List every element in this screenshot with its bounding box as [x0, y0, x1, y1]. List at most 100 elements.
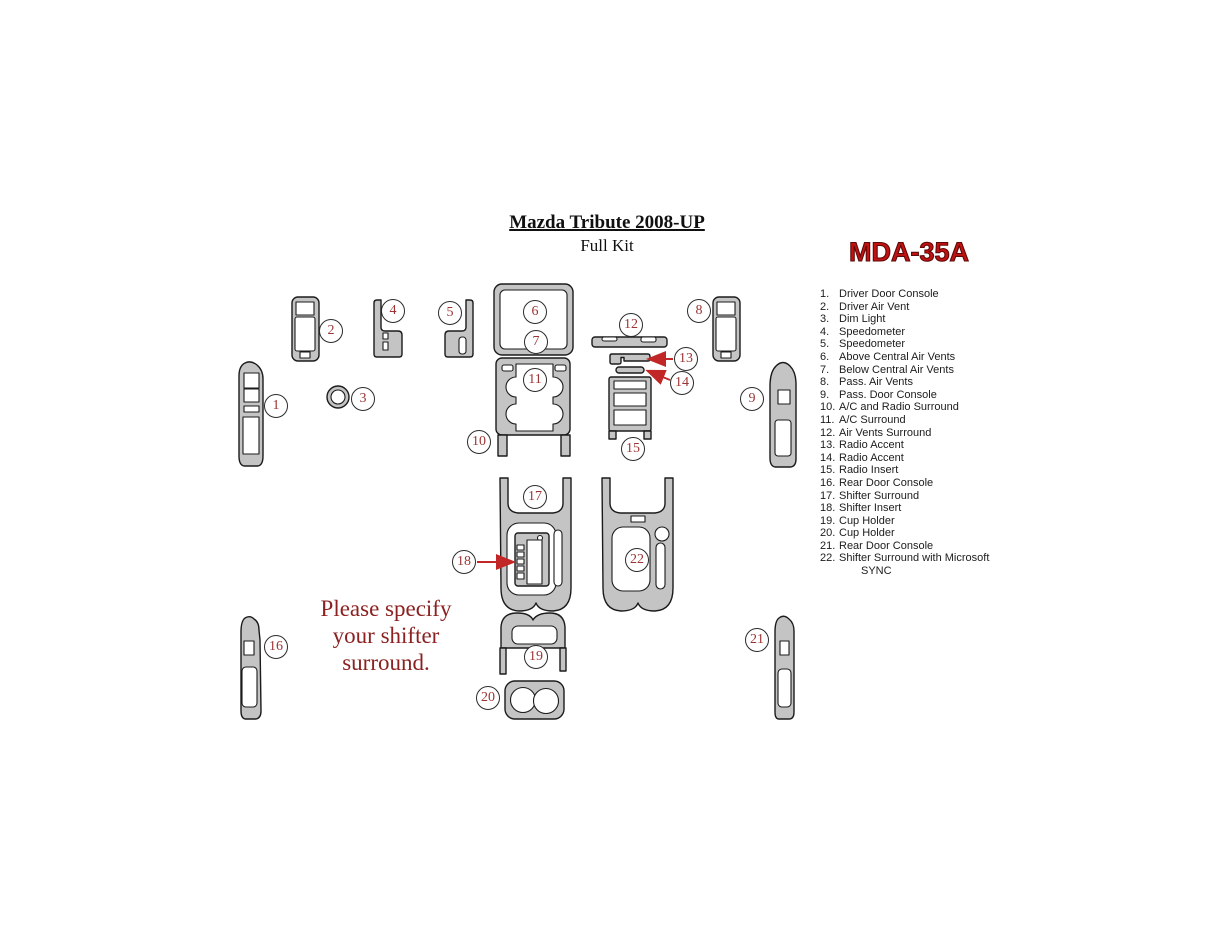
legend-item: 20.Cup Holder	[820, 527, 989, 540]
legend-item-number: 19.	[820, 514, 836, 527]
legend-item: 12.Air Vents Surround	[820, 427, 989, 440]
callout-11: 11	[523, 368, 547, 392]
legend-item: 9.Pass. Door Console	[820, 389, 989, 402]
legend-item-label-wrap: SYNC	[861, 565, 892, 578]
legend-item-number: 20.	[820, 527, 836, 540]
legend-item-number: 10.	[820, 401, 836, 414]
legend-item: 3. Dim Light	[820, 313, 989, 326]
page-title: Mazda Tribute 2008-UP	[509, 212, 705, 233]
legend-item: 19.Cup Holder	[820, 515, 989, 528]
legend-item-number: 7.	[820, 363, 830, 376]
legend-item: 7.Below Central Air Vents	[820, 364, 989, 377]
part-20-cup-holder	[504, 680, 565, 720]
legend-item: 16.Rear Door Console	[820, 477, 989, 490]
legend-item: 13.Radio Accent	[820, 439, 989, 452]
legend-item-number: 4.	[820, 325, 830, 338]
part-10-11-ac-radio-surround	[495, 357, 571, 457]
callout-5: 5	[438, 301, 462, 325]
shifter-note-line: Please specify	[320, 596, 452, 621]
callout-12: 12	[619, 313, 643, 337]
legend-item-number: 13.	[820, 439, 836, 452]
callout-22: 22	[625, 548, 649, 572]
part-15-radio-insert	[608, 376, 652, 440]
legend-item-label: Speedometer	[839, 338, 906, 351]
legend-item-number: 18.	[820, 502, 836, 515]
callout-10: 10	[467, 430, 491, 454]
callout-4: 4	[381, 299, 405, 323]
legend-item: 1.Driver Door Console	[820, 288, 989, 301]
legend-item-label: Shifter Insert	[839, 502, 902, 515]
legend-item: 15.Radio Insert	[820, 464, 989, 477]
legend-item: 2.Driver Air Vent	[820, 301, 989, 314]
callout-2: 2	[319, 319, 343, 343]
legend-item-number: 2.	[820, 300, 830, 313]
part-5-speedometer	[444, 299, 474, 358]
legend-item-label: Air Vents Surround	[839, 426, 932, 439]
legend-item-number: 16.	[820, 476, 836, 489]
legend-item: 11. A/C Surround	[820, 414, 989, 427]
callout-14: 14	[670, 371, 694, 395]
legend-item: 8. Pass. Air Vents	[820, 376, 989, 389]
legend-item-label: A/C Surround	[839, 413, 906, 426]
legend-item-label: Radio Accent	[839, 439, 904, 452]
callout-20: 20	[476, 686, 500, 710]
callout-6: 6	[523, 300, 547, 324]
part-9-pass-door-console	[769, 361, 797, 468]
legend-item: 4. Speedometer	[820, 326, 989, 339]
legend-item-number: 6.	[820, 350, 830, 363]
page-subtitle: Full Kit	[580, 236, 634, 255]
legend-item-label: Speedometer	[839, 325, 906, 338]
legend-item: 5. Speedometer	[820, 338, 989, 351]
legend-item-label: Shifter Surround	[839, 489, 920, 502]
part-22-shifter-surround-sync	[601, 477, 674, 612]
part-1-driver-door-console	[238, 361, 264, 467]
legend-item-label: Cup Holder	[839, 514, 895, 527]
part-12-air-vents-surround	[591, 336, 668, 348]
arrow-to-part-14	[645, 369, 671, 385]
legend-item-label: Dim Light	[839, 313, 886, 326]
legend-item-label: A/C and Radio Surround	[839, 401, 959, 414]
legend-item-label: Rear Door Console	[839, 539, 934, 552]
kit-part-number: MDA-35A	[848, 236, 970, 267]
callout-13: 13	[674, 347, 698, 371]
legend-item-number: 14.	[820, 451, 836, 464]
legend-item-label: Above Central Air Vents	[839, 350, 956, 363]
part-13-radio-accent	[609, 353, 651, 365]
legend-item-number: 12.	[820, 426, 836, 439]
legend-item-number: 3.	[820, 313, 830, 326]
callout-7: 7	[524, 330, 548, 354]
callout-16: 16	[264, 635, 288, 659]
callout-9: 9	[740, 387, 764, 411]
legend-item-number: 11.	[820, 413, 835, 426]
legend-item: 17.Shifter Surround	[820, 490, 989, 503]
legend-item-number: 9.	[820, 388, 830, 401]
title-block: Mazda Tribute 2008-UP Full Kit	[440, 212, 774, 256]
legend-item: 6. Above Central Air Vents	[820, 351, 989, 364]
callout-21: 21	[745, 628, 769, 652]
shifter-note: Please specify your shifter surround.	[300, 595, 472, 676]
legend-item-number: 21.	[820, 539, 836, 552]
legend-item: 18.Shifter Insert	[820, 502, 989, 515]
legend-item-label: Radio Insert	[839, 464, 899, 477]
legend-item-label: Cup Holder	[839, 527, 895, 540]
callout-18: 18	[452, 550, 476, 574]
legend-item: 10.A/C and Radio Surround	[820, 401, 989, 414]
part-17-18-shifter-surround	[499, 477, 572, 612]
callout-17: 17	[523, 485, 547, 509]
callout-19: 19	[524, 645, 548, 669]
legend-item: 21.Rear Door Console	[820, 540, 989, 553]
legend-item-number: 5.	[820, 338, 830, 351]
legend-item-number: 8.	[820, 376, 830, 389]
part-2-driver-air-vent	[291, 296, 320, 362]
legend-item-label: Driver Door Console	[839, 288, 939, 300]
legend-item-label: Pass. Air Vents	[839, 376, 913, 389]
part-14-radio-accent	[615, 366, 645, 374]
callout-3: 3	[351, 387, 375, 411]
legend-item-label: Rear Door Console	[839, 476, 934, 489]
legend-item-number: 15.	[820, 464, 836, 477]
